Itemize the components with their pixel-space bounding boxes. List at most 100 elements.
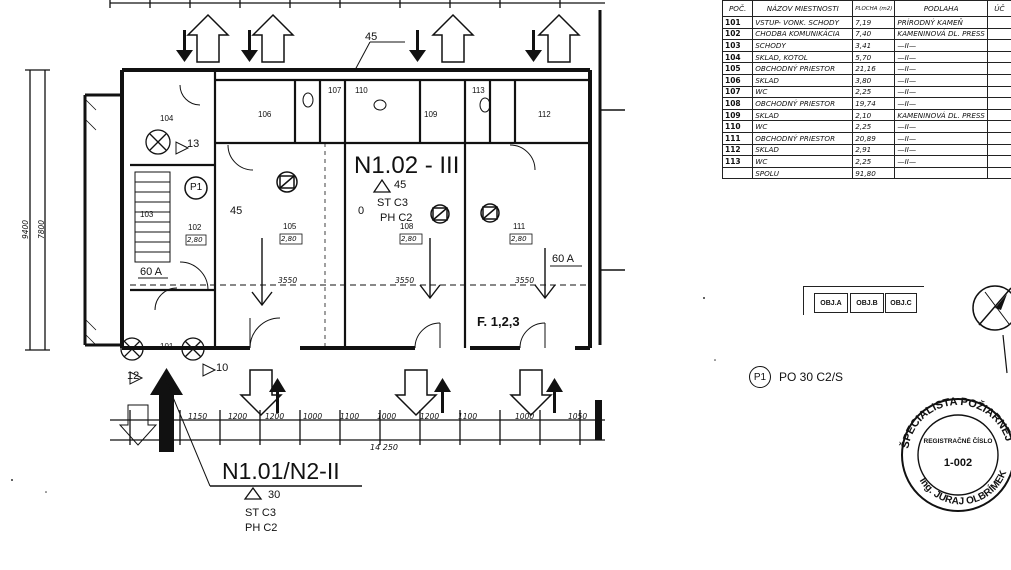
table-cell: 7,40 [852,27,896,41]
room-area: 2,80 [187,236,203,244]
label-10: 10 [216,362,229,374]
table-cell [986,62,1011,75]
site-outline [803,286,924,315]
table-cell: WC [752,85,854,99]
room-number: 101 [160,342,174,351]
table-cell: VSTUP- VONK. SCHODY [752,16,854,29]
room-number: 109 [424,110,438,119]
object-a: OBJ.A [814,293,848,313]
table-cell: 106 [721,73,754,87]
stamp-center-label: REGISTRAČNÉ ČÍSLO [924,436,993,445]
dimension: 1050 [568,412,588,421]
dimension: 1150 [188,412,208,421]
stamp-number: 1-002 [944,457,972,469]
table-cell: 108 [721,97,754,110]
table-cell: —II— [894,143,988,157]
table-cell [986,73,1011,87]
room-number: 110 [355,86,368,95]
table-header: NÁZOV MIESTNOSTI [752,0,854,17]
table-cell: SCHODY [752,39,854,52]
table-cell: 2,25 [852,120,896,133]
label-45-top: 45 [365,31,378,43]
certification-stamp: ŠPECIALISTA POŽIARNEJ Ing. JURAJ OLBRÍME… [896,393,1011,512]
room-number: 105 [283,222,297,231]
north-arrow-icon [972,285,1011,331]
table-cell: 7,19 [852,16,896,29]
table-cell: —II— [894,85,988,99]
table-cell [986,39,1011,52]
table-cell: 20,89 [852,131,896,145]
label-13: 13 [187,138,200,150]
table-cell: SKLAD, KOTOL [752,50,854,64]
table-cell [986,85,1011,99]
dimension: 1100 [458,412,478,421]
table-cell: 102 [721,27,754,41]
edge-mark-icon [1002,335,1008,374]
room-number: 102 [188,223,202,232]
dimension-vertical: 7800 [37,219,47,240]
plan-title-lower-fire-rating: 30 [268,489,281,501]
table-cell: OBCHODNÝ PRIESTOR [752,131,854,145]
room-number: 111 [513,222,526,231]
table-cell: 5,70 [852,50,896,64]
object-b: OBJ.B [850,293,884,313]
table-cell: 109 [721,108,754,122]
table-cell: 3,41 [852,39,896,52]
table-cell [986,50,1011,64]
table-cell: 2,25 [852,155,896,168]
room-area: 2,80 [281,235,297,243]
table-cell: 2,25 [852,85,896,99]
table-header: ÚČ [986,0,1011,17]
dimension-vertical: 9400 [21,219,31,240]
table-cell: OBCHODNÝ PRIESTOR [752,62,854,75]
plan-title-main-fire-rating: 45 [394,179,407,191]
dimension: 1000 [303,412,323,421]
table-cell [986,16,1011,29]
label-60a-left: 60 A [140,266,163,278]
dimension: 1000 [377,412,397,421]
table-cell [986,166,1011,180]
table-cell: —II— [894,155,988,168]
table-cell: 19,74 [852,97,896,110]
table-cell [894,166,988,180]
table-cell: SKLAD [752,143,854,157]
table-cell: 113 [721,155,754,168]
table-cell: OBCHODNÝ PRIESTOR [752,97,854,110]
table-header: PODLAHA [894,0,988,17]
room-number: 112 [538,110,551,119]
label-p1: P1 [190,182,203,193]
table-cell: —II— [894,73,988,87]
dimension: 1200 [265,412,285,421]
table-cell [986,120,1011,133]
legend-symbol: P1 [749,366,771,388]
table-cell [986,155,1011,168]
table-cell [986,143,1011,157]
legend-text: PO 30 C2/S [779,370,844,384]
table-cell: —II— [894,39,988,52]
table-cell [986,108,1011,122]
plan-title-main-structure: ST C3 [377,197,408,209]
room-area: 2,80 [511,235,527,243]
table-cell: 3,80 [852,73,896,87]
plan-title-main-fire-load: PH C2 [380,212,413,224]
fields-label: F. 1,2,3 [477,314,520,329]
table-cell: WC [752,120,854,133]
table-cell: 2,91 [852,143,896,157]
table-cell: KAMENINOVÁ DL. PRESS [894,108,988,122]
table-cell: SKLAD [752,108,854,122]
room-area: 2,80 [401,235,417,243]
table-cell: —II— [894,50,988,64]
room-number: 108 [400,222,414,231]
table-cell [721,166,754,180]
plan-title-lower-fire-load: PH C2 [245,522,278,534]
table-cell: —II— [894,62,988,75]
label-60a-right: 60 A [552,253,575,265]
